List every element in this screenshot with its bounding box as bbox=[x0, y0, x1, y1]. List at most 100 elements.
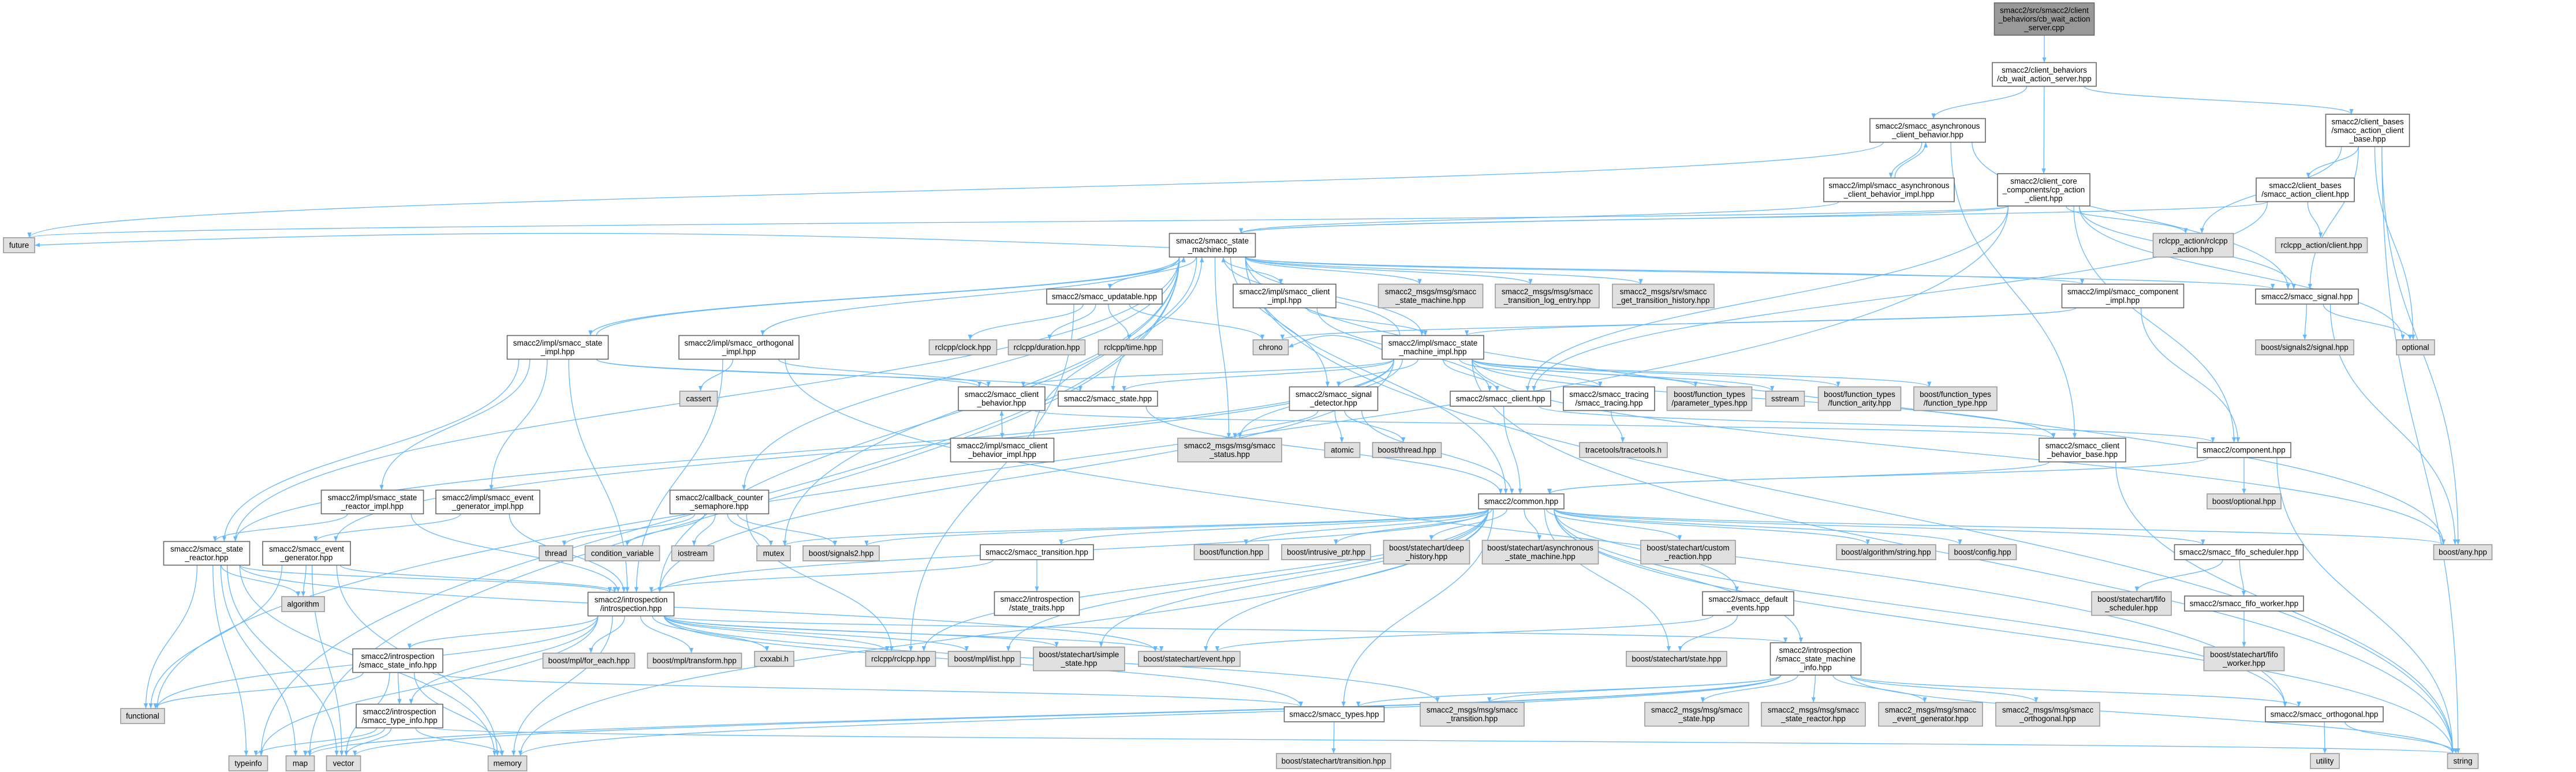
node-foreach[interactable]: boost/mpl/for_each.hpp bbox=[542, 653, 636, 669]
node-sr[interactable]: smacc2/smacc_state_reactor.hpp bbox=[163, 541, 251, 566]
node-async[interactable]: smacc2/smacc_asynchronous_client_behavio… bbox=[1869, 118, 1986, 143]
node-algstring[interactable]: boost/algorithm/string.hpp bbox=[1836, 544, 1936, 560]
node-algorithm[interactable]: algorithm bbox=[281, 596, 325, 612]
node-sm[interactable]: smacc2/smacc_state_machine.hpp bbox=[1168, 233, 1256, 258]
node-typeinfo[interactable]: typeinfo bbox=[228, 755, 268, 771]
node-scstate[interactable]: boost/statechart/state.hpp bbox=[1626, 651, 1727, 667]
node-asyncsm[interactable]: boost/statechart/asynchronous_state_mach… bbox=[1481, 539, 1599, 565]
node-custom[interactable]: boost/statechart/custom_reaction.hpp bbox=[1640, 539, 1736, 565]
node-sig2sig[interactable]: boost/signals2/signal.hpp bbox=[2255, 339, 2354, 355]
node-component[interactable]: smacc2/component.hpp bbox=[2197, 442, 2291, 458]
node-compimpl[interactable]: smacc2/impl/smacc_component_impl.hpp bbox=[2061, 283, 2185, 309]
node-msgorth[interactable]: smacc2_msgs/msg/smacc_orthogonal.hpp bbox=[1995, 702, 2100, 727]
node-config[interactable]: boost/config.hpp bbox=[1948, 544, 2017, 560]
node-rclact[interactable]: rclcpp_action/rclcpp_action.hpp bbox=[2152, 233, 2234, 258]
node-cbimpl[interactable]: smacc2/impl/smacc_client_behavior_impl.h… bbox=[950, 437, 1055, 463]
node-ftype[interactable]: boost/function_types/function_type.hpp bbox=[1913, 386, 1998, 411]
node-sctrans[interactable]: boost/statechart/transition.hpp bbox=[1276, 753, 1391, 769]
node-client[interactable]: smacc2/smacc_client.hpp bbox=[1450, 391, 1551, 407]
node-string[interactable]: string bbox=[2447, 753, 2479, 769]
node-map[interactable]: map bbox=[285, 755, 315, 771]
node-defevents[interactable]: smacc2/smacc_default_events.hpp bbox=[1702, 591, 1794, 616]
node-types[interactable]: smacc2/smacc_types.hpp bbox=[1283, 706, 1385, 722]
node-memory[interactable]: memory bbox=[487, 755, 528, 771]
node-status[interactable]: smacc2_msgs/msg/smacc_status.hpp bbox=[1177, 437, 1282, 463]
node-sac[interactable]: smacc2/client_bases/smacc_action_client.… bbox=[2256, 177, 2355, 203]
node-mpllist[interactable]: boost/mpl/list.hpp bbox=[947, 651, 1021, 667]
node-msgsm[interactable]: smacc2_msgs/msg/smacc_state_machine.hpp bbox=[1377, 283, 1484, 309]
node-cpac[interactable]: smacc2/client_core_components/cp_action_… bbox=[1997, 173, 2090, 207]
node-iostream[interactable]: iostream bbox=[671, 545, 715, 561]
node-stateinfo[interactable]: smacc2/introspection/smacc_state_info.hp… bbox=[352, 648, 443, 673]
node-simple[interactable]: boost/statechart/simple_state.hpp bbox=[1033, 646, 1125, 672]
node-cb[interactable]: smacc2/smacc_client_behavior.hpp bbox=[958, 386, 1046, 411]
node-tracetools[interactable]: tracetools/tracetools.h bbox=[1579, 442, 1668, 458]
node-sminfo[interactable]: smacc2/introspection/smacc_state_machine… bbox=[1769, 642, 1862, 676]
node-srimpl[interactable]: smacc2/impl/smacc_state_reactor_impl.hpp bbox=[320, 489, 424, 515]
node-cassert[interactable]: cassert bbox=[679, 391, 718, 407]
node-time[interactable]: rclcpp/time.hpp bbox=[1097, 339, 1163, 355]
node-vector[interactable]: vector bbox=[326, 755, 361, 771]
node-optional[interactable]: optional bbox=[2396, 339, 2435, 355]
node-fifoworker[interactable]: smacc2/smacc_fifo_worker.hpp bbox=[2184, 595, 2304, 612]
node-label: _impl.hpp bbox=[1267, 296, 1302, 305]
node-smimpl[interactable]: smacc2/impl/smacc_state_machine_impl.hpp bbox=[1382, 335, 1484, 360]
node-sigdet[interactable]: smacc2/smacc_signal_detector.hpp bbox=[1289, 386, 1379, 411]
node-orthimpl[interactable]: smacc2/impl/smacc_orthogonal_impl.hpp bbox=[678, 335, 800, 360]
node-stateimpl[interactable]: smacc2/impl/smacc_state_impl.hpp bbox=[506, 335, 609, 360]
node-bthread[interactable]: boost/thread.hpp bbox=[1372, 442, 1442, 458]
node-future[interactable]: future bbox=[3, 237, 35, 253]
node-duration[interactable]: rclcpp/duration.hpp bbox=[1007, 339, 1086, 355]
node-mutex[interactable]: mutex bbox=[756, 545, 791, 561]
node-functional[interactable]: functional bbox=[120, 708, 165, 724]
node-signal[interactable]: smacc2/smacc_signal.hpp bbox=[2255, 288, 2359, 305]
node-clock[interactable]: rclcpp/clock.hpp bbox=[928, 339, 998, 355]
node-msgsr[interactable]: smacc2_msgs/msg/smacc_state_reactor.hpp bbox=[1761, 702, 1866, 727]
node-srvhist[interactable]: smacc2_msgs/srv/smacc_get_transition_his… bbox=[1612, 283, 1715, 309]
node-rclcpp[interactable]: rclcpp/rclcpp.hpp bbox=[865, 651, 936, 667]
node-cbwait[interactable]: smacc2/client_behaviors/cb_wait_action_s… bbox=[1992, 62, 2097, 87]
node-thread[interactable]: thread bbox=[539, 545, 573, 561]
node-deephist[interactable]: boost/statechart/deep_history.hpp bbox=[1383, 539, 1470, 565]
node-transition[interactable]: smacc2/smacc_transition.hpp bbox=[980, 544, 1094, 560]
node-boptional[interactable]: boost/optional.hpp bbox=[2207, 493, 2282, 509]
node-utility[interactable]: utility bbox=[2310, 753, 2340, 769]
node-any[interactable]: boost/any.hpp bbox=[2433, 544, 2493, 560]
node-bfifoworker[interactable]: boost/statechart/fifo_worker.hpp bbox=[2203, 646, 2285, 672]
node-atomic[interactable]: atomic bbox=[1324, 442, 1361, 458]
node-msgtrans[interactable]: smacc2_msgs/msg/smacc_transition.hpp bbox=[1420, 702, 1525, 727]
node-asyncimpl[interactable]: smacc2/impl/smacc_asynchronous_client_be… bbox=[1823, 177, 1955, 203]
node-acb[interactable]: smacc2/client_bases/smacc_action_client_… bbox=[2325, 114, 2410, 147]
node-typeinfo-s[interactable]: smacc2/introspection/smacc_type_info.hpp bbox=[356, 703, 443, 729]
node-cbbase[interactable]: smacc2/smacc_client_behavior_base.hpp bbox=[2039, 437, 2126, 463]
node-common[interactable]: smacc2/common.hpp bbox=[1478, 493, 1565, 509]
node-tracing[interactable]: smacc2/smacc_tracing/smacc_tracing.hpp bbox=[1563, 386, 1655, 411]
node-msgeg[interactable]: smacc2_msgs/msg/smacc_event_generator.hp… bbox=[1878, 702, 1983, 727]
node-ptypes[interactable]: boost/function_types/parameter_types.hpp bbox=[1666, 386, 1753, 411]
node-egimpl[interactable]: smacc2/impl/smacc_event_generator_impl.h… bbox=[435, 489, 540, 515]
node-signals2[interactable]: boost/signals2.hpp bbox=[802, 545, 880, 561]
node-eg[interactable]: smacc2/smacc_event_generator.hpp bbox=[262, 541, 351, 566]
node-root[interactable]: smacc2/src/smacc2/client_behaviors/cb_wa… bbox=[1993, 2, 2095, 36]
node-upd[interactable]: smacc2/smacc_updatable.hpp bbox=[1046, 288, 1163, 305]
node-transform[interactable]: boost/mpl/transform.hpp bbox=[647, 653, 742, 669]
node-cxxabi[interactable]: cxxabi.h bbox=[754, 651, 794, 667]
node-event[interactable]: boost/statechart/event.hpp bbox=[1138, 651, 1241, 667]
node-clientimpl[interactable]: smacc2/impl/smacc_client_impl.hpp bbox=[1233, 283, 1336, 309]
node-state[interactable]: smacc2/smacc_state.hpp bbox=[1058, 391, 1158, 407]
node-arity[interactable]: boost/function_types/function_arity.hpp bbox=[1817, 386, 1902, 411]
node-orth[interactable]: smacc2/smacc_orthogonal.hpp bbox=[2265, 706, 2384, 722]
node-intro[interactable]: smacc2/introspection/introspection.hpp bbox=[587, 591, 675, 617]
node-msgstate[interactable]: smacc2_msgs/msg/smacc_state.hpp bbox=[1644, 702, 1749, 727]
node-sstream[interactable]: sstream bbox=[1765, 391, 1805, 407]
node-bfifosched[interactable]: boost/statechart/fifo_scheduler.hpp bbox=[2091, 591, 2172, 616]
node-rclactc[interactable]: rclcpp_action/client.hpp bbox=[2275, 237, 2368, 253]
node-condvar[interactable]: condition_variable bbox=[584, 545, 660, 561]
node-intrusive[interactable]: boost/intrusive_ptr.hpp bbox=[1281, 544, 1371, 560]
node-msglog[interactable]: smacc2_msgs/msg/smacc_transition_log_ent… bbox=[1495, 283, 1600, 309]
node-chrono[interactable]: chrono bbox=[1252, 339, 1289, 355]
node-ccs[interactable]: smacc2/callback_counter_semaphore.hpp bbox=[669, 489, 770, 515]
node-fifosched[interactable]: smacc2/smacc_fifo_scheduler.hpp bbox=[2174, 544, 2304, 560]
node-bfunction[interactable]: boost/function.hpp bbox=[1193, 544, 1270, 560]
node-traits[interactable]: smacc2/introspection/state_traits.hpp bbox=[994, 591, 1080, 616]
